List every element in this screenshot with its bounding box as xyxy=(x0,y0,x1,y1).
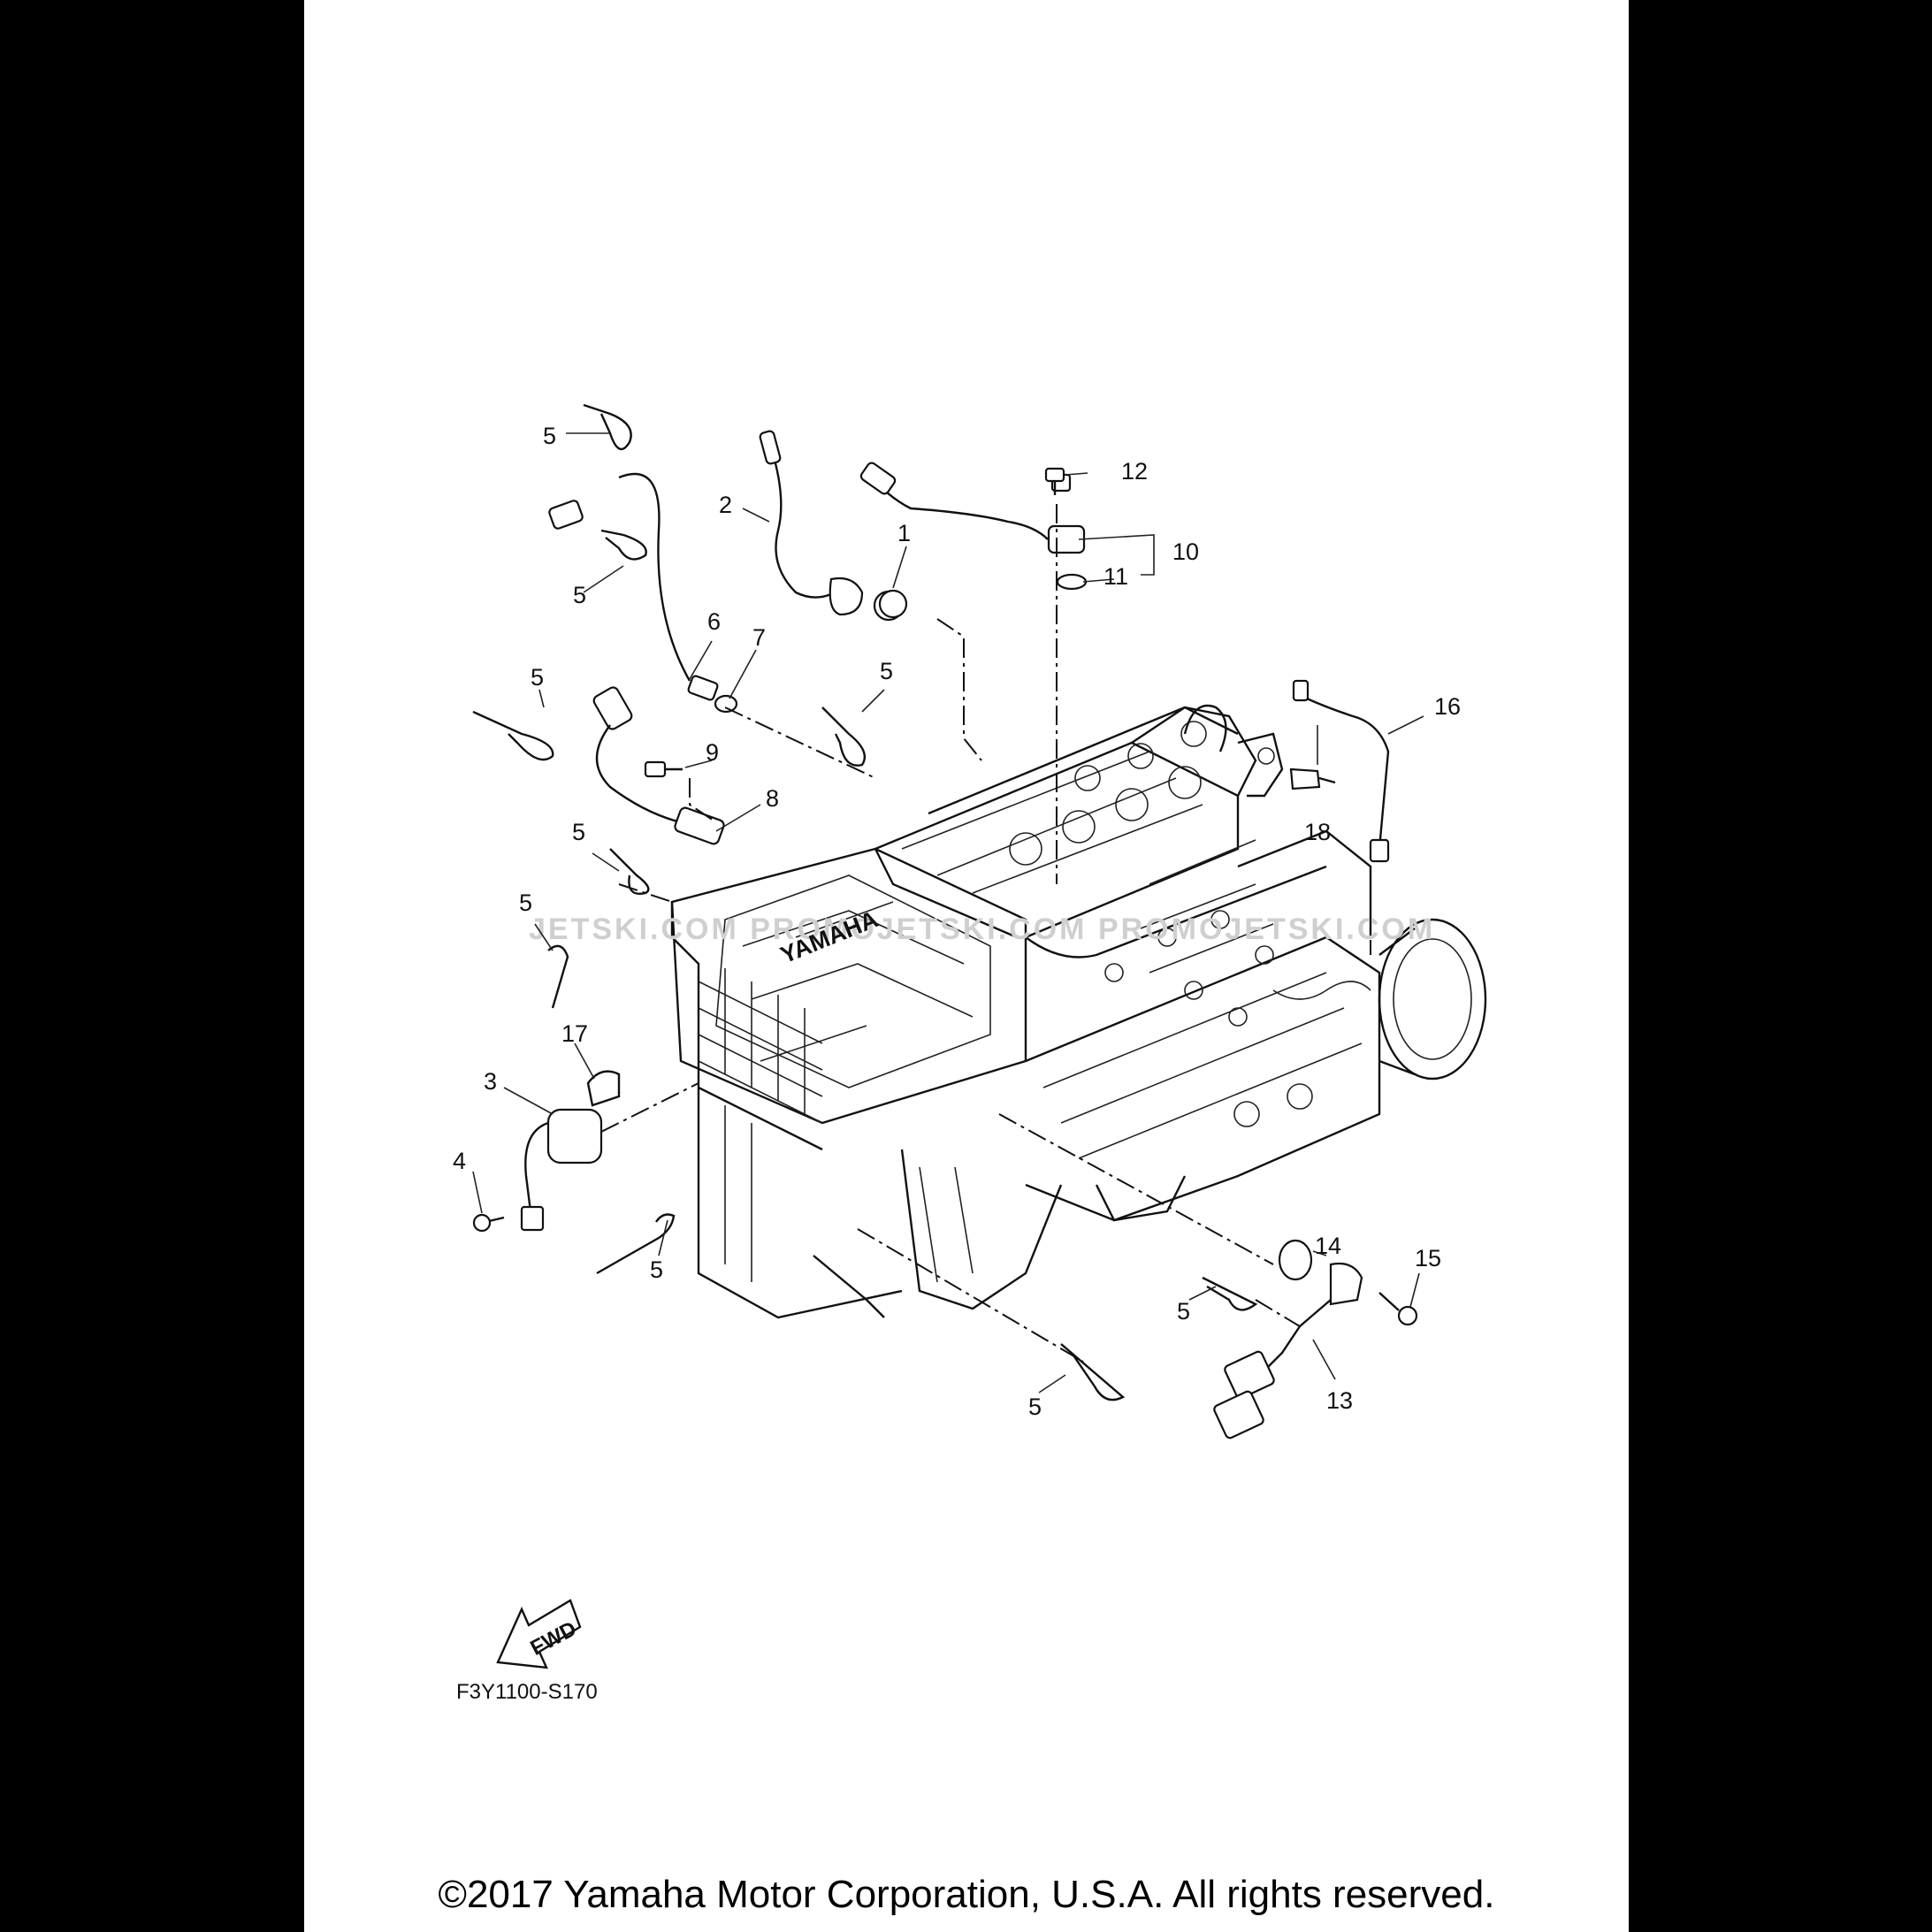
part-14 xyxy=(1278,1239,1313,1281)
callout-15: 15 xyxy=(1415,1245,1441,1271)
callout-14: 14 xyxy=(1315,1233,1341,1259)
callout-12: 12 xyxy=(1121,458,1148,485)
fwd-arrow-icon: FWD xyxy=(496,1599,582,1669)
connector xyxy=(548,500,584,530)
fwd-label: FWD xyxy=(527,1616,581,1660)
copyright-notice: ©2017 Yamaha Motor Corporation, U.S.A. A… xyxy=(438,1873,1495,1916)
part-4 xyxy=(472,1213,505,1233)
callout-3: 3 xyxy=(484,1068,497,1095)
callout-5-h: 5 xyxy=(1177,1298,1190,1325)
callout-1: 1 xyxy=(897,520,911,546)
diagram-sheet xyxy=(304,0,1629,1932)
callout-9: 9 xyxy=(706,739,719,766)
leader-lines xyxy=(472,432,1424,1394)
part-6 xyxy=(687,675,719,701)
part-7 xyxy=(714,694,738,714)
installation-lines xyxy=(600,504,1371,1363)
callout-17: 17 xyxy=(561,1020,588,1047)
callout-5-a: 5 xyxy=(543,423,556,449)
part-18 xyxy=(1289,767,1336,790)
engine-drawing xyxy=(670,704,1487,1319)
callout-5-f: 5 xyxy=(519,890,532,916)
part-6-lead xyxy=(618,472,691,682)
part-1 xyxy=(878,589,908,619)
callout-11: 11 xyxy=(1103,563,1128,590)
callout-7: 7 xyxy=(752,624,766,651)
part-16 xyxy=(1292,679,1390,863)
callout-5-i: 5 xyxy=(1028,1394,1042,1420)
callout-5-b: 5 xyxy=(573,582,586,608)
part-12 xyxy=(1044,467,1065,495)
callout-5-c: 5 xyxy=(531,664,544,691)
part-9 xyxy=(644,760,683,778)
cable-ties xyxy=(472,403,1258,1401)
callout-2: 2 xyxy=(719,492,732,518)
callout-6: 6 xyxy=(707,608,721,635)
callout-5-g: 5 xyxy=(650,1256,663,1283)
callout-5-e: 5 xyxy=(572,819,585,845)
part-2 xyxy=(759,430,905,622)
callout-16: 16 xyxy=(1434,693,1461,720)
callout-10: 10 xyxy=(1172,538,1199,565)
part-8 xyxy=(592,686,725,845)
callout-5-d: 5 xyxy=(880,658,893,684)
callout-8: 8 xyxy=(766,785,779,812)
part-3 xyxy=(520,1108,603,1232)
part-13 xyxy=(1213,1262,1363,1439)
part-17 xyxy=(586,1070,621,1107)
watermark: JETSKI.COM PROMOJETSKI.COM PROMOJETSKI.C… xyxy=(529,913,1435,946)
figure-code: F3Y1100-S170 xyxy=(456,1680,598,1704)
part-15 xyxy=(1378,1292,1418,1326)
callout-4: 4 xyxy=(453,1148,466,1174)
callout-13: 13 xyxy=(1326,1387,1353,1414)
callouts: 1 2 3 4 5 5 5 5 5 5 5 5 5 6 7 8 9 10 11 … xyxy=(453,423,1461,1420)
callout-18: 18 xyxy=(1304,819,1331,845)
